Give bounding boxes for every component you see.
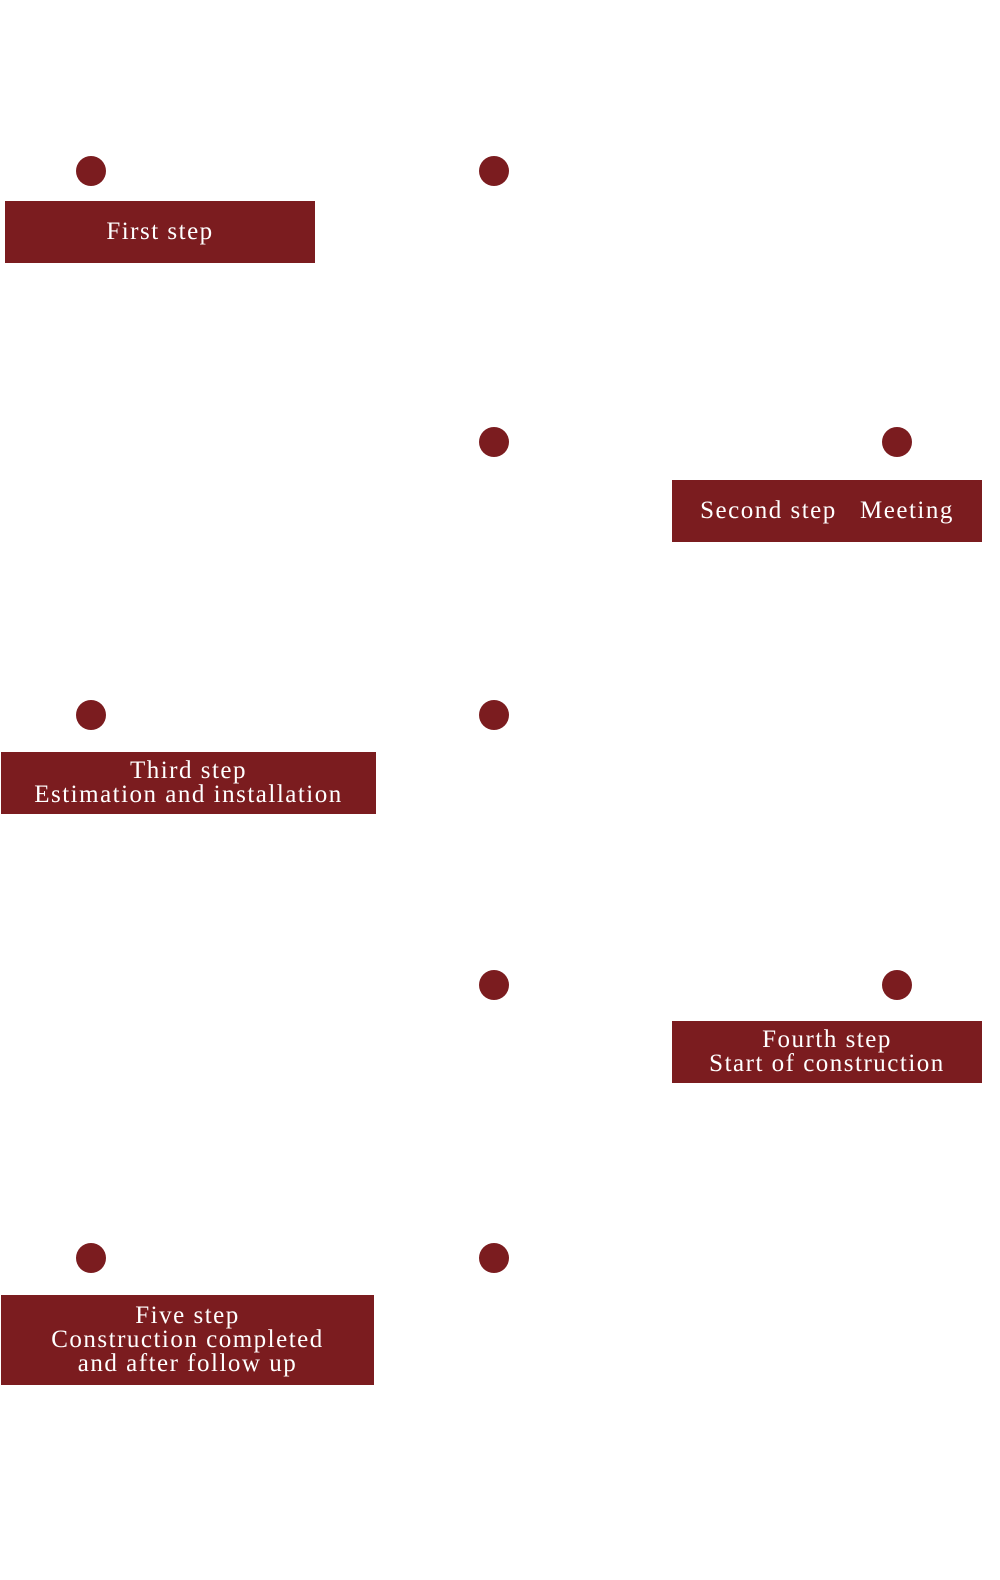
- step-marker-dot: [479, 970, 509, 1000]
- step-fourth-box: Fourth step Start of construction: [672, 1021, 982, 1083]
- step-fifth-box: Five step Construction completed and aft…: [1, 1295, 374, 1385]
- step-marker-dot: [882, 970, 912, 1000]
- step-fourth-line-2: Start of construction: [709, 1050, 945, 1077]
- step-third-box: Third step Estimation and installation: [1, 752, 376, 814]
- step-fifth-line-1: Five step: [135, 1302, 240, 1329]
- step-marker-dot: [479, 427, 509, 457]
- step-second-box: Second step Meeting: [672, 480, 982, 542]
- step-marker-dot: [76, 700, 106, 730]
- step-fifth-line-2: Construction completed: [51, 1326, 324, 1353]
- step-marker-dot: [76, 156, 106, 186]
- step-marker-dot: [479, 156, 509, 186]
- step-third-line-2: Estimation and installation: [34, 781, 343, 808]
- step-marker-dot: [479, 1243, 509, 1273]
- step-marker-dot: [479, 700, 509, 730]
- step-marker-dot: [76, 1243, 106, 1273]
- step-second-line-1: Second step Meeting: [700, 497, 954, 524]
- step-first-line-1: First step: [106, 218, 214, 245]
- step-marker-dot: [882, 427, 912, 457]
- step-first-box: First step: [5, 201, 315, 263]
- step-fifth-line-3: and after follow up: [77, 1350, 298, 1377]
- step-fourth-line-1: Fourth step: [762, 1026, 892, 1053]
- step-third-line-1: Third step: [129, 757, 248, 784]
